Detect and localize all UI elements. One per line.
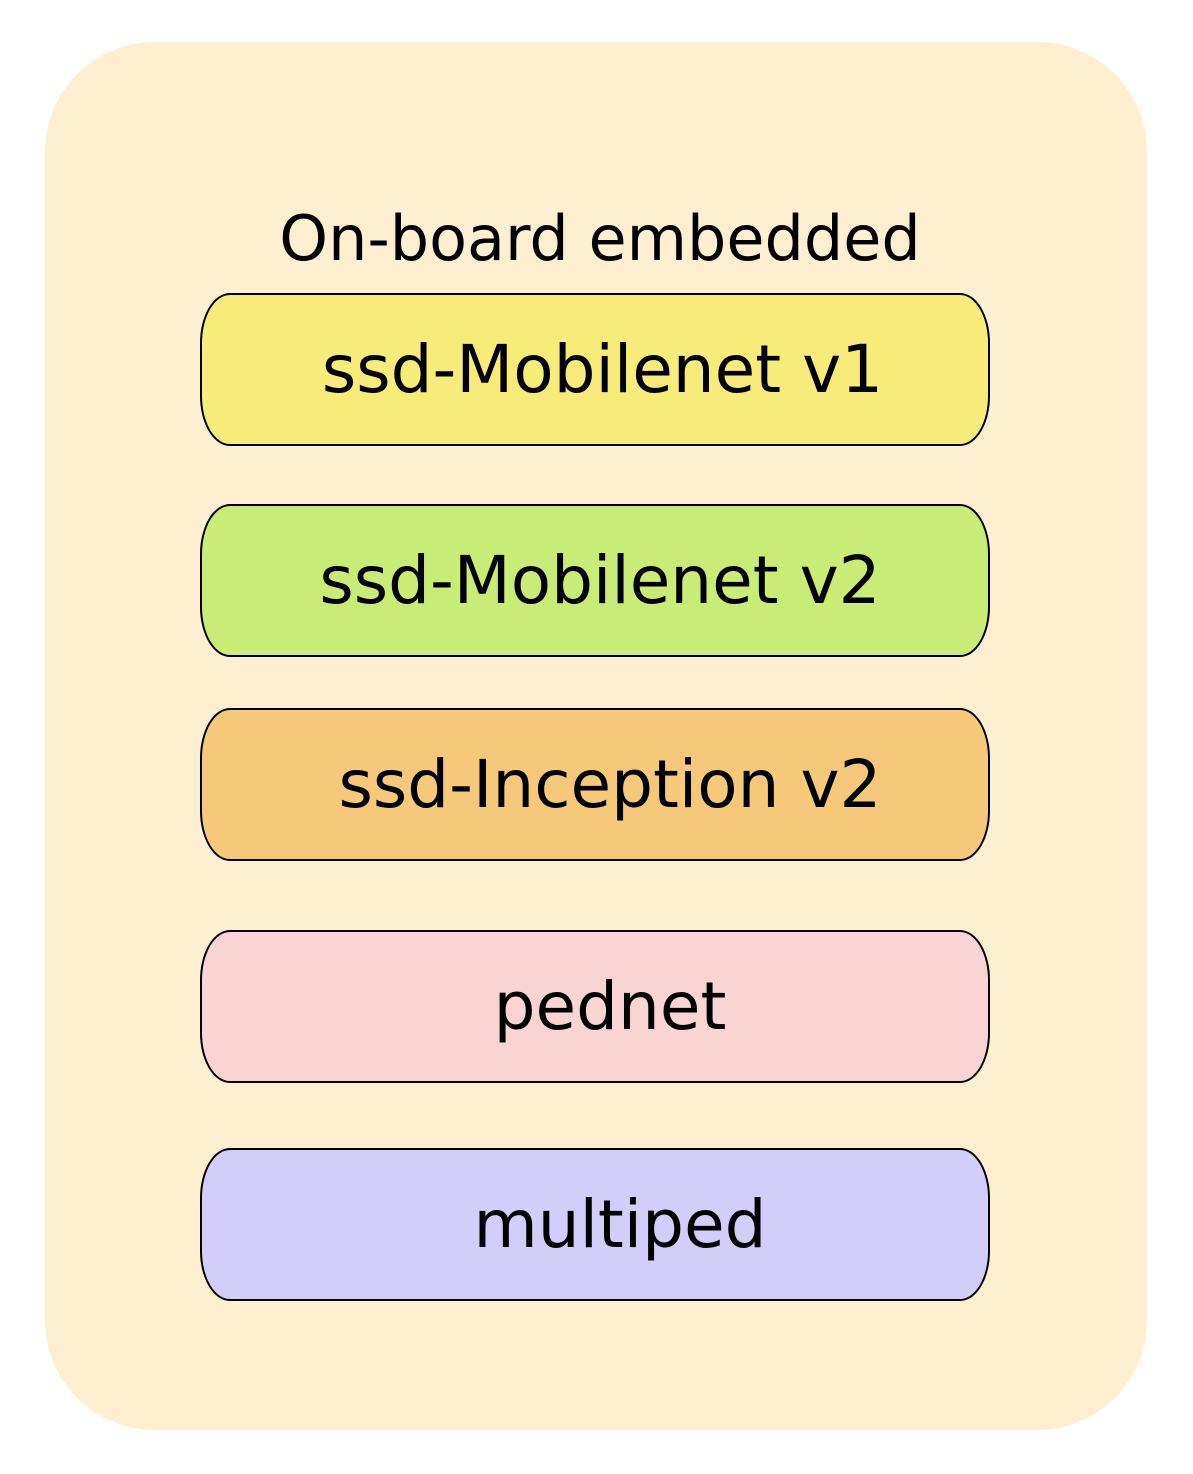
model-box-ssd-mobilenet-v1: ssd-Mobilenet v1 [200,293,990,446]
model-box-ssd-inception-v2: ssd-Inception v2 [200,708,990,861]
model-label: ssd-Mobilenet v2 [319,542,881,619]
model-label: ssd-Mobilenet v1 [321,331,884,408]
model-box-pednet: pednet [200,930,990,1083]
model-label: ssd-Inception v2 [338,746,882,823]
gpu-system-container: On-board embedded GPU system ssd-Mobilen… [45,42,1147,1430]
model-label: multiped [473,1186,767,1263]
model-label: pednet [493,968,727,1045]
model-box-ssd-mobilenet-v2: ssd-Mobilenet v2 [200,504,990,657]
model-box-multiped: multiped [200,1148,990,1301]
title-line-1: On-board embedded [279,202,921,275]
